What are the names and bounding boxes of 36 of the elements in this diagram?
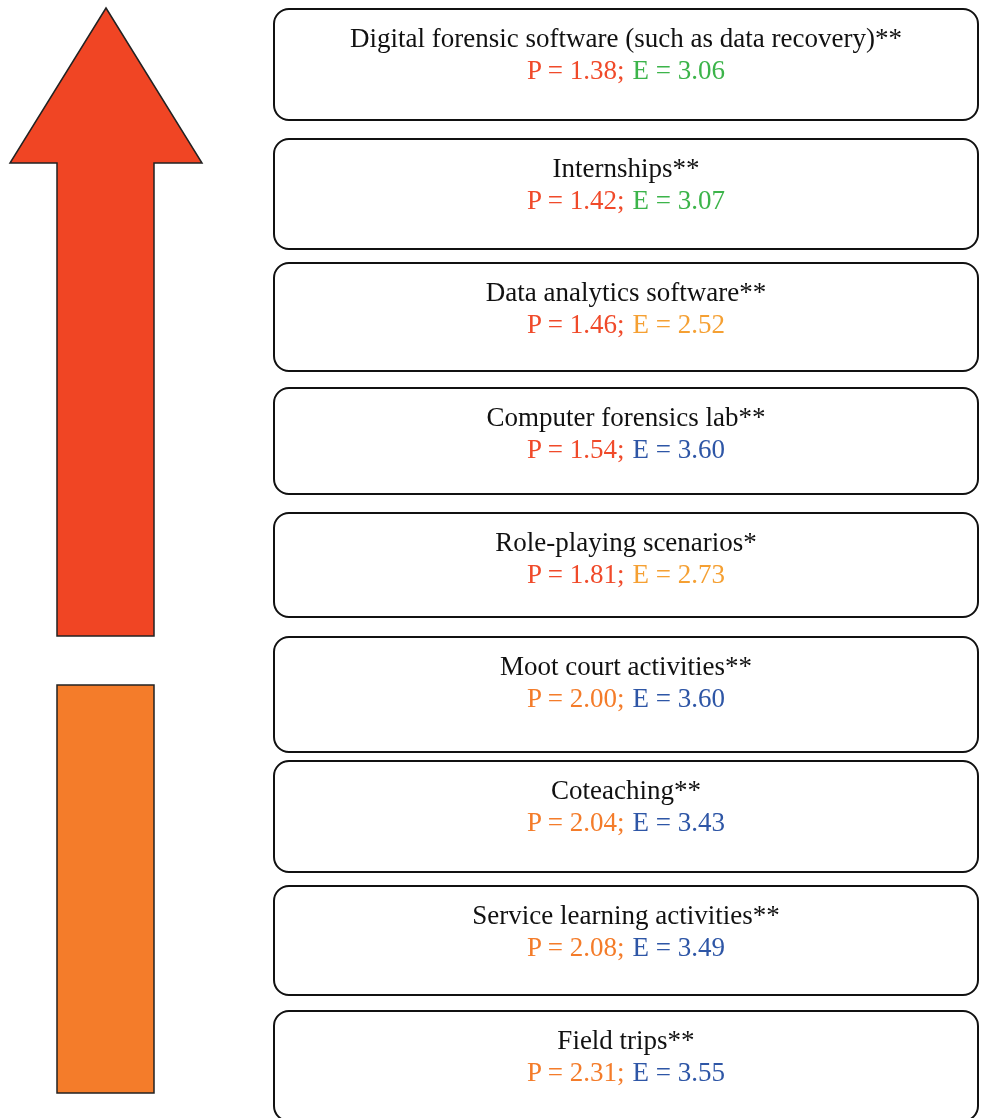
item-title: Coteaching**	[551, 774, 701, 806]
item-title: Data analytics software**	[485, 276, 767, 308]
item-title: Internships**	[552, 152, 700, 184]
item-box	[273, 1010, 979, 1118]
p-value: P = 1.81;	[527, 558, 625, 590]
e-value: E = 3.60	[632, 433, 725, 465]
item-box	[273, 512, 979, 618]
p-value: P = 2.04;	[527, 806, 625, 838]
item-box	[273, 8, 979, 121]
item-title: Role-playing scenarios*	[495, 526, 757, 558]
e-value: E = 2.73	[632, 558, 725, 590]
p-value: P = 1.42;	[527, 184, 625, 216]
e-value: E = 3.43	[632, 806, 725, 838]
p-value: P = 2.08;	[527, 931, 625, 963]
item-box	[273, 885, 979, 996]
p-value: P = 1.38;	[527, 54, 625, 86]
e-value: E = 2.52	[632, 308, 725, 340]
item-title: Service learning activities**	[472, 899, 780, 931]
e-value: E = 3.49	[632, 931, 725, 963]
e-value: E = 3.60	[632, 682, 725, 714]
item-title: Digital forensic software (such as data recovery)**	[350, 22, 902, 54]
p-value: P = 2.31;	[527, 1056, 625, 1088]
item-box	[273, 138, 979, 250]
p-value: P = 1.46;	[527, 308, 625, 340]
item-box	[273, 262, 979, 372]
e-value: E = 3.06	[632, 54, 725, 86]
item-title: Moot court activities**	[500, 650, 752, 682]
e-value: E = 3.55	[632, 1056, 725, 1088]
p-value: P = 2.00;	[527, 682, 625, 714]
item-box	[273, 760, 979, 873]
e-value: E = 3.07	[632, 184, 725, 216]
p-value: P = 1.54;	[527, 433, 625, 465]
item-box	[273, 387, 979, 495]
item-title: Field trips**	[557, 1024, 695, 1056]
item-box	[273, 636, 979, 753]
item-title: Computer forensics lab**	[486, 401, 766, 433]
